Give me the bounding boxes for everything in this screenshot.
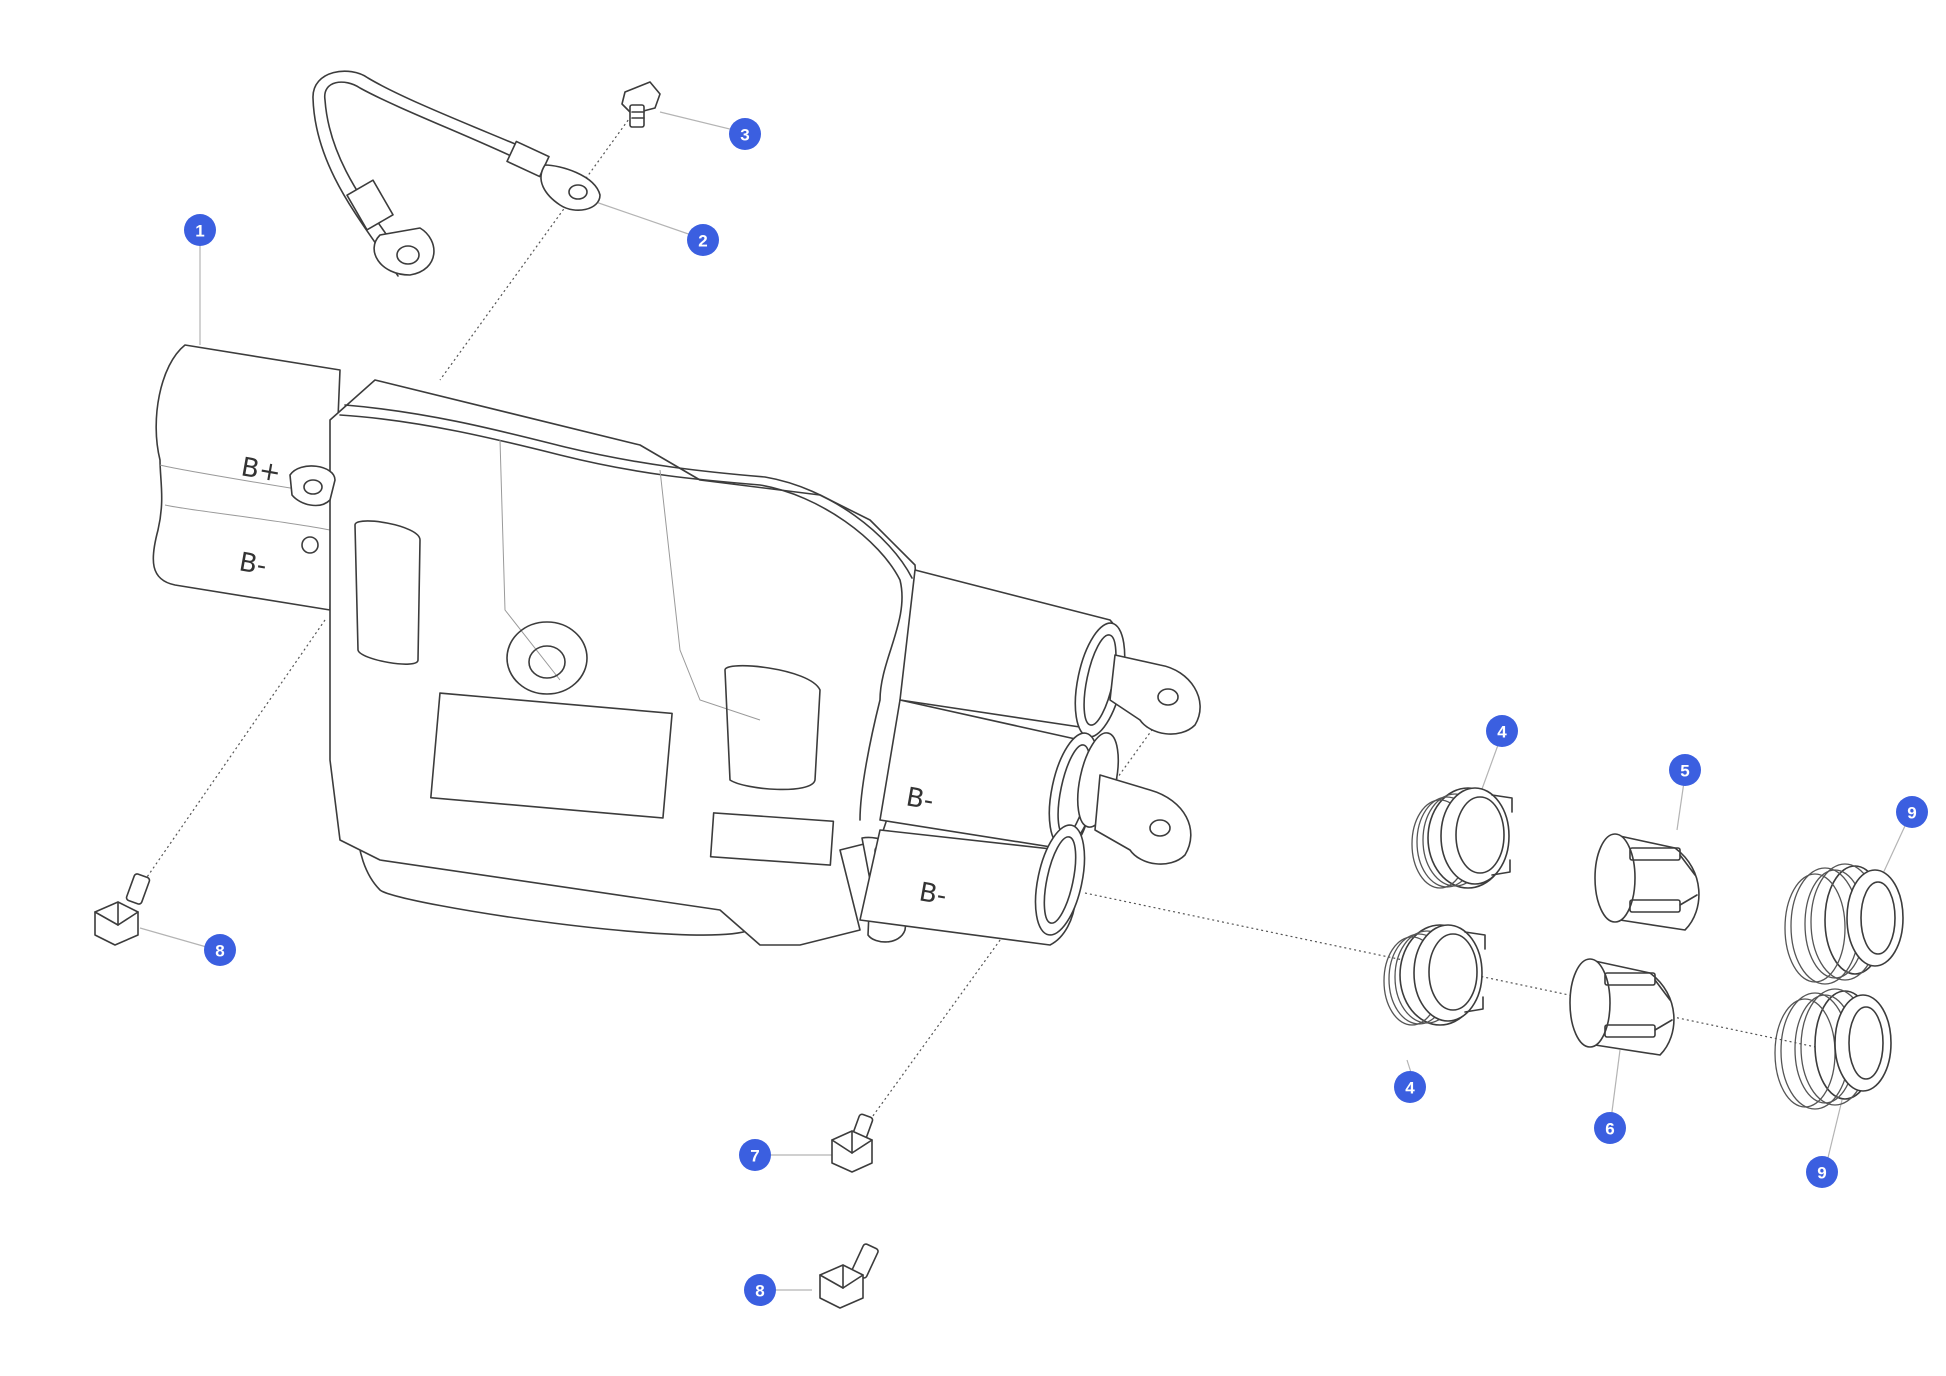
callout-7: 7 [739,1139,771,1171]
callout-4b: 4 [1394,1071,1426,1103]
callout-2: 2 [687,224,719,256]
label-b-minus-left: B- [237,547,269,581]
svg-text:1: 1 [195,222,204,241]
flange-bolt-left [94,873,151,946]
callout-6: 6 [1594,1112,1626,1144]
svg-text:4: 4 [1405,1079,1415,1098]
callout-3: 3 [729,118,761,150]
clamp-insert-lower [1569,958,1675,1056]
threaded-ring-upper [1411,787,1513,889]
flange-bolt-center [831,1113,874,1173]
clamp-insert-upper [1594,833,1700,931]
label-b-minus-right-upper: B- [904,782,936,816]
svg-text:9: 9 [1907,804,1916,823]
flange-bolt-bottom [819,1243,879,1309]
callout-9b: 9 [1806,1156,1838,1188]
callout-8a: 8 [204,934,236,966]
svg-text:4: 4 [1497,723,1507,742]
terminal-screw [621,81,661,128]
callout-1: 1 [184,214,216,246]
threaded-ring-lower [1383,924,1486,1026]
svg-text:6: 6 [1605,1120,1614,1139]
bellows-seal-upper [1784,863,1904,985]
label-b-plus: B+ [239,452,283,488]
svg-text:8: 8 [755,1282,764,1301]
svg-text:8: 8 [215,942,224,961]
svg-text:5: 5 [1680,762,1689,781]
distribution-housing: B+ B- B- B- [152,344,1201,946]
svg-text:9: 9 [1817,1164,1826,1183]
svg-text:2: 2 [698,232,707,251]
callout-5: 5 [1669,754,1701,786]
callout-9a: 9 [1896,796,1928,828]
label-b-minus-right-lower: B- [917,877,949,911]
bellows-seal-lower [1774,988,1892,1110]
svg-text:7: 7 [750,1147,759,1166]
svg-text:3: 3 [740,126,749,145]
ground-cable [312,70,601,277]
callout-8b: 8 [744,1274,776,1306]
callout-4a: 4 [1486,715,1518,747]
